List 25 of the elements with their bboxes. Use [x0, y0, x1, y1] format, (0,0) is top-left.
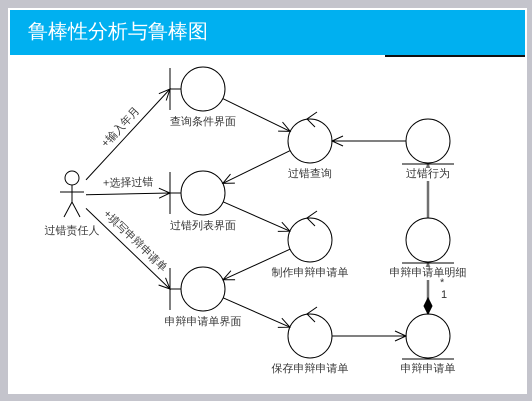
node-label: 过错责任人 [44, 225, 100, 238]
node-label: 申辩申请单 [400, 363, 456, 376]
node-label: 过错列表界面 [170, 220, 236, 233]
node-label: 制作申辩申请单 [272, 267, 348, 280]
node-label: 保存申辩申请单 [272, 363, 348, 376]
arrow [332, 136, 406, 146]
arrow [332, 330, 406, 342]
arrow [222, 98, 291, 132]
edge-label: +输入年月 [98, 104, 143, 151]
edge-label: +选择过错 [102, 176, 154, 191]
node-label: 申辩申请单界面 [164, 316, 242, 329]
arrow [86, 88, 170, 180]
arrow [222, 150, 291, 184]
node-label: 过错查询 [288, 168, 332, 181]
arrow [222, 201, 290, 232]
arrow [86, 188, 170, 199]
arrow [222, 248, 290, 280]
multiplicity-label: 1 [441, 289, 448, 301]
arrow [222, 297, 290, 328]
node-label: 过错行为 [406, 168, 450, 181]
arrow [86, 208, 170, 290]
multiplicity-label: * [440, 277, 444, 289]
node-label: 查询条件界面 [170, 116, 236, 129]
edge-label: +填写申辩申请单 [100, 208, 170, 276]
title: 鲁棒性分析与鲁棒图 [28, 20, 208, 45]
